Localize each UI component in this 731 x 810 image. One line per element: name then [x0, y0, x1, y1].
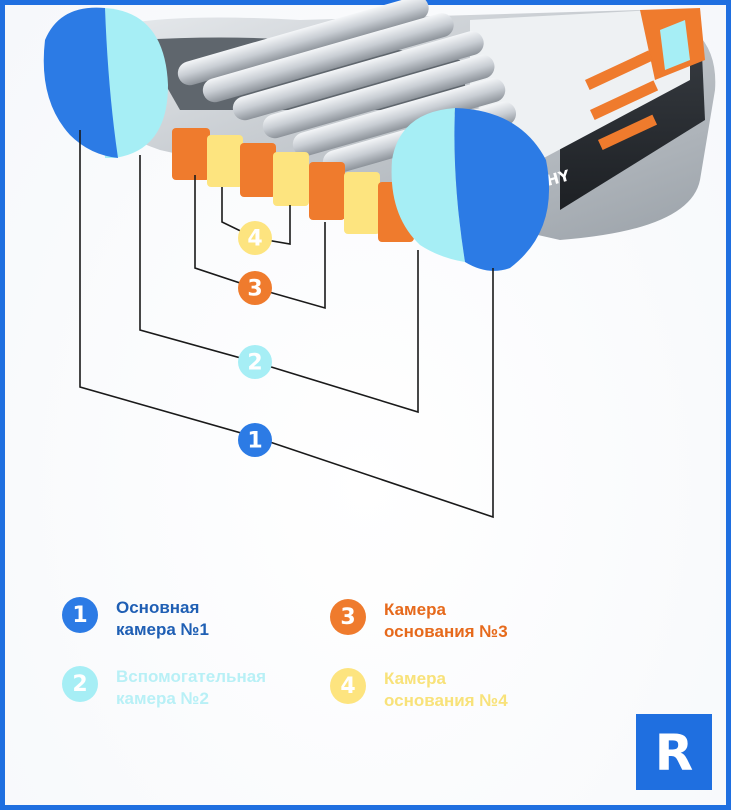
legend-item-2: 2 Вспомогательная камера №2 — [62, 666, 266, 710]
brand-logo: R — [636, 714, 712, 790]
chamber-4-section — [207, 135, 243, 187]
legend-label-4: Камера основания №4 — [384, 669, 508, 710]
chamber-3-section — [172, 128, 210, 180]
svg-text:3: 3 — [247, 277, 262, 302]
right-tube-section — [391, 108, 550, 271]
hull-stripes — [585, 50, 659, 150]
chamber-2-left — [105, 8, 168, 158]
brand-logo-letter: R — [655, 724, 694, 780]
svg-text:2: 2 — [247, 351, 262, 376]
floor-chambers — [172, 128, 414, 242]
legend-badge-4: 4 — [330, 668, 366, 704]
left-tube-section — [43, 7, 168, 158]
callout-3: 3 — [238, 271, 272, 305]
chamber-3-section — [240, 143, 276, 197]
callout-2: 2 — [238, 345, 272, 379]
legend-item-4: 4 Камера основания №4 — [330, 668, 508, 712]
chamber-1-right — [454, 108, 550, 271]
legend-label-3: Камера основания №3 — [384, 600, 508, 641]
chamber-4-section — [344, 172, 380, 234]
legend-badge-3: 3 — [330, 599, 366, 635]
legend-item-3: 3 Камера основания №3 — [330, 599, 508, 643]
callout-4: 4 — [238, 221, 272, 255]
legend-badge-1: 1 — [62, 597, 98, 633]
legend-label-1: Основная камера №1 — [116, 598, 209, 639]
chamber-3-section — [309, 162, 345, 220]
svg-text:1: 1 — [247, 429, 262, 454]
legend-badge-2: 2 — [62, 666, 98, 702]
chamber-1-left — [43, 7, 118, 158]
callout-1: 1 — [238, 423, 272, 457]
legend-item-1: 1 Основная камера №1 — [62, 597, 209, 641]
brand-logo-r-icon: R — [655, 724, 694, 780]
legend-label-2: Вспомогательная камера №2 — [116, 667, 267, 708]
boat-side-text: HY — [544, 166, 572, 190]
chamber-2-right — [391, 108, 465, 262]
svg-text:4: 4 — [247, 227, 262, 252]
chamber-4-section — [273, 152, 309, 206]
